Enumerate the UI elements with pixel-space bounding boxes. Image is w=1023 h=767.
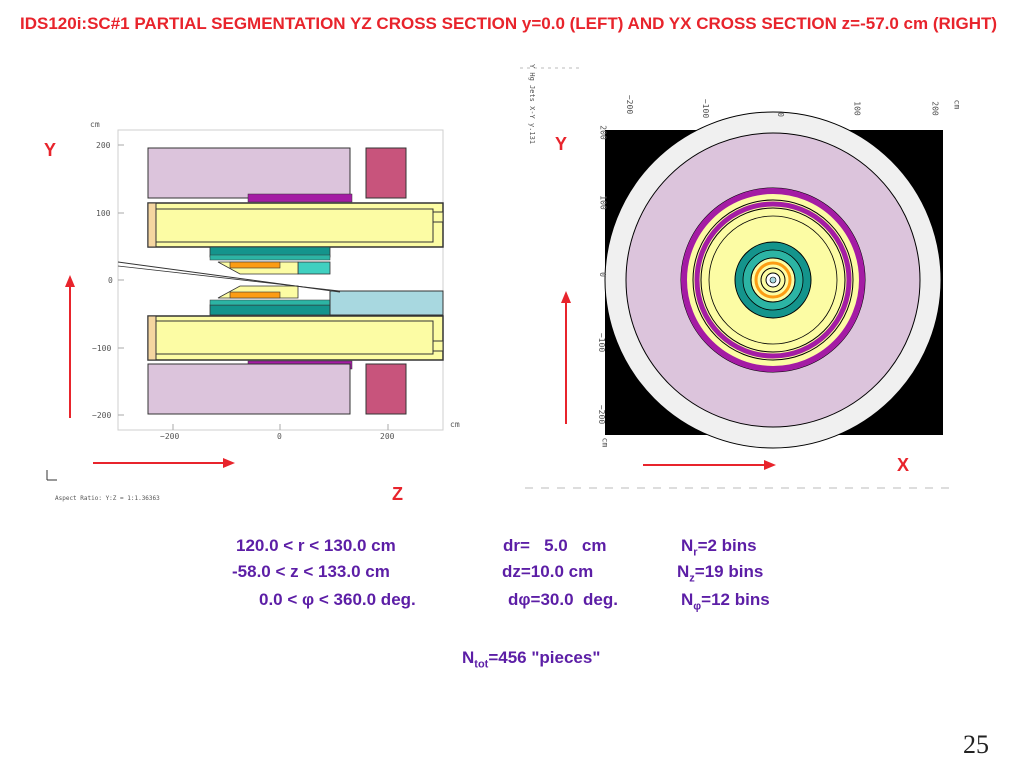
- yx-vertical-caption: Y Hg Jets X-Y y.131: [528, 63, 537, 145]
- param-r-bins: Nr=2 bins: [681, 536, 757, 559]
- lower-end-block: [365, 363, 407, 415]
- yx-cross-section: −200 −100 0 100 200 cm 200 100 0 −100 −2…: [480, 0, 1020, 520]
- yx-ytick-m200: −200: [597, 404, 607, 425]
- yx-ytick-100: 100: [598, 195, 608, 210]
- param-r-range: 120.0 < r < 130.0 cm: [236, 536, 396, 555]
- page-number: 25: [963, 730, 989, 759]
- yx-ytick-0: 0: [597, 272, 607, 277]
- yx-unit-top: cm: [952, 99, 962, 110]
- y-arrow-right: [561, 291, 571, 303]
- param-phi-range: 0.0 < φ < 360.0 deg.: [259, 590, 416, 609]
- yx-xtick-m200: −200: [625, 94, 635, 115]
- yz-y-axis-label: Y: [44, 140, 57, 160]
- yz-ytick-100: 100: [96, 209, 111, 218]
- lower-cryostat: [147, 315, 444, 361]
- yz-unit-label: cm: [90, 120, 100, 129]
- upper-cryostat: [147, 202, 444, 248]
- upper-yoke: [147, 147, 351, 199]
- yz-ytick-m100: −100: [92, 344, 112, 353]
- slide-title: IDS120i:SC#1 PARTIAL SEGMENTATION YZ CRO…: [20, 14, 998, 33]
- yz-xunit-label: cm: [450, 420, 460, 429]
- yx-xtick-0: 0: [775, 112, 785, 117]
- yz-xtick-200: 200: [380, 432, 395, 441]
- yx-ytick-m100: −100: [597, 332, 607, 353]
- yz-plot-svg: [46, 129, 444, 481]
- param-z-step: dz=10.0 cm: [502, 562, 594, 581]
- beam-channel: [329, 290, 444, 316]
- yx-xtick-200: 200: [930, 101, 940, 116]
- yz-cross-section: cm 200 100 0 −100 −200 −200 0 200 cm Asp…: [0, 0, 470, 520]
- yz-ytick-m200: −200: [92, 411, 112, 420]
- lower-shield-teal: [209, 304, 331, 316]
- param-phi-bins: Nφ=12 bins: [681, 590, 770, 613]
- param-phi-step: dφ=30.0 deg.: [508, 590, 618, 609]
- y-arrow-left: [65, 275, 75, 287]
- yx-xtick-100: 100: [852, 101, 862, 116]
- yx-xtick-m100: −100: [701, 98, 711, 119]
- lower-yoke: [147, 363, 351, 415]
- param-total: Ntot=456 "pieces": [462, 648, 601, 671]
- upper-coil-strip: [247, 193, 353, 203]
- yz-xtick-0: 0: [277, 432, 282, 441]
- yx-ytick-200: 200: [598, 125, 608, 140]
- inner-magenta-ring: [694, 201, 852, 359]
- yx-x-axis-label: X: [897, 455, 910, 475]
- param-z-bins: Nz=19 bins: [677, 562, 764, 585]
- yz-z-axis-label: Z: [392, 484, 403, 504]
- yz-ytick-0: 0: [108, 276, 113, 285]
- param-r-step: dr= 5.0 cm: [503, 536, 607, 555]
- x-arrow: [764, 460, 776, 470]
- yz-ytick-200: 200: [96, 141, 111, 150]
- outer-magenta-ring: [681, 188, 865, 372]
- upper-end-block: [365, 147, 407, 199]
- aspect-ratio-note: Aspect Ratio: Y:Z = 1:1.36363: [55, 495, 160, 502]
- yz-xtick-m200: −200: [160, 432, 180, 441]
- param-z-range: -58.0 < z < 133.0 cm: [232, 562, 390, 581]
- yx-plot-svg: [520, 67, 955, 489]
- yx-unit-left: cm: [600, 437, 610, 448]
- yx-y-axis-label: Y: [555, 134, 568, 154]
- z-arrow: [223, 458, 235, 468]
